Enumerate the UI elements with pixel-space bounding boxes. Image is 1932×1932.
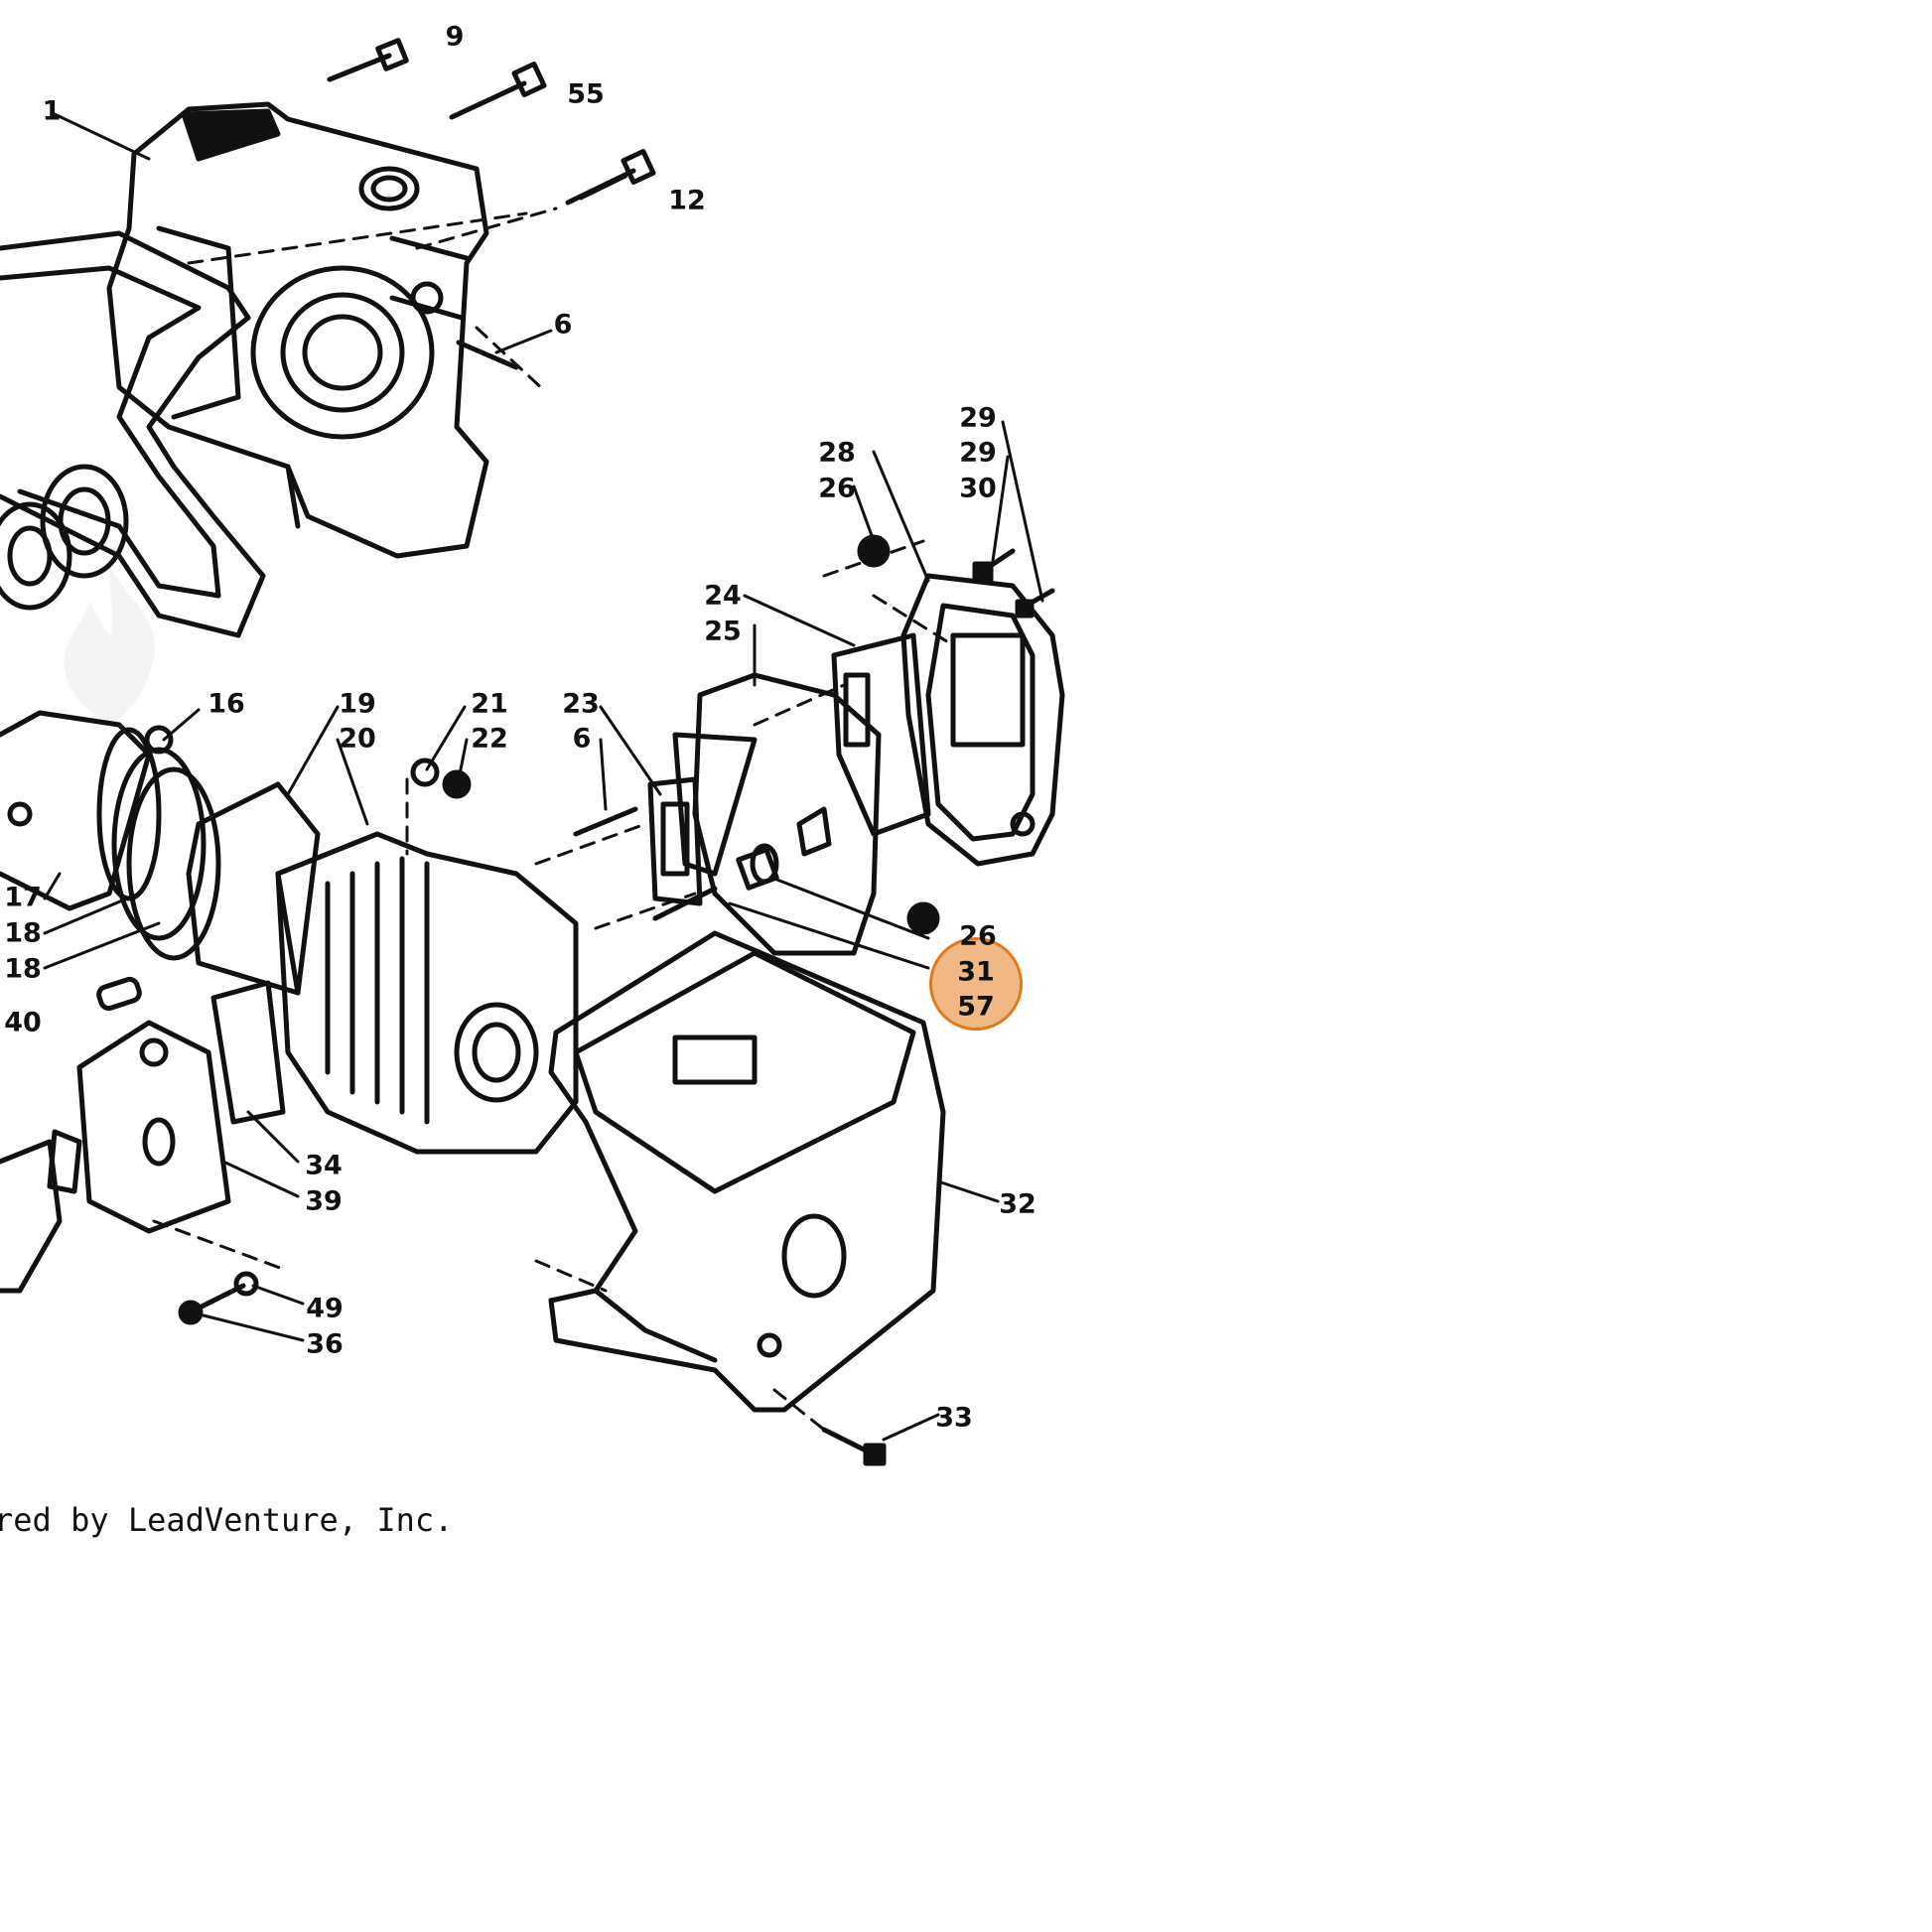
callout-29-top[interactable]: 29 (959, 402, 997, 434)
callout-49[interactable]: 49 (306, 1293, 344, 1324)
stud-6-lower (573, 806, 638, 837)
carburetor-partial (0, 1129, 82, 1294)
cylinder (275, 831, 579, 1155)
crankcase-housing (106, 101, 489, 559)
stud-57 (652, 886, 718, 921)
bolt-55 (449, 61, 547, 120)
callout-21[interactable]: 21 (471, 688, 508, 720)
washer-21-nut-22 (410, 758, 472, 799)
callout-57[interactable]: 57 (957, 991, 995, 1023)
callout-18-lower[interactable]: 18 (4, 953, 42, 985)
callout-31[interactable]: 31 (957, 956, 995, 988)
callout-23[interactable]: 23 (562, 688, 600, 720)
nut-26-bottom (906, 901, 940, 935)
bolt-36-washer-49 (178, 1271, 259, 1325)
callout-17[interactable]: 17 (4, 882, 42, 913)
callout-26-top[interactable]: 26 (818, 473, 856, 504)
spacer-40 (96, 976, 142, 1012)
callout-39[interactable]: 39 (305, 1185, 343, 1217)
piston-rings (111, 747, 221, 961)
crankcase-gasket (0, 230, 266, 638)
cylinder-base-gasket (186, 781, 321, 996)
muffler-cover (900, 573, 1065, 867)
callout-12[interactable]: 12 (668, 185, 706, 216)
callout-55[interactable]: 55 (567, 78, 605, 110)
intake-manifold (76, 1020, 231, 1234)
stud-6-upper (456, 340, 519, 370)
spark-arrestor-screen (831, 632, 931, 837)
callout-18-upper[interactable]: 18 (4, 917, 42, 949)
callout-32[interactable]: 32 (999, 1188, 1036, 1220)
callout-9[interactable]: 9 (445, 21, 465, 53)
callout-25[interactable]: 25 (704, 616, 742, 647)
callout-33[interactable]: 33 (935, 1402, 973, 1434)
circlip-16 (144, 725, 174, 755)
highlighted-callout-31[interactable] (929, 937, 1023, 1031)
callout-34[interactable]: 34 (305, 1150, 343, 1181)
callout-40[interactable]: 40 (4, 1007, 42, 1038)
bolt-9 (327, 38, 409, 82)
callout-36[interactable]: 36 (306, 1328, 344, 1360)
cylinder-shroud (548, 930, 946, 1413)
flame-logo-icon (64, 566, 155, 725)
callout-19[interactable]: 19 (339, 688, 376, 720)
callout-28[interactable]: 28 (818, 437, 856, 469)
callout-22[interactable]: 22 (471, 723, 508, 755)
callout-20[interactable]: 20 (339, 723, 376, 755)
callout-6-lower[interactable]: 6 (572, 723, 592, 755)
spacer-31 (736, 847, 779, 891)
callout-29-second[interactable]: 29 (959, 437, 997, 469)
screw-29-30 (972, 548, 1055, 619)
callout-30[interactable]: 30 (959, 473, 997, 504)
muffler-gasket (647, 776, 703, 906)
callout-1[interactable]: 1 (42, 95, 62, 127)
callout-16[interactable]: 16 (207, 688, 245, 720)
bolt-12 (565, 148, 656, 206)
callout-6-upper[interactable]: 6 (553, 309, 573, 341)
screw-33 (821, 1427, 887, 1466)
powered-by-credit: red by LeadVenture, Inc. (0, 1501, 454, 1539)
callout-24[interactable]: 24 (704, 580, 742, 612)
callout-26-lower[interactable]: 26 (959, 920, 997, 952)
intake-gasket (210, 980, 286, 1125)
bearing-seal (0, 464, 129, 611)
